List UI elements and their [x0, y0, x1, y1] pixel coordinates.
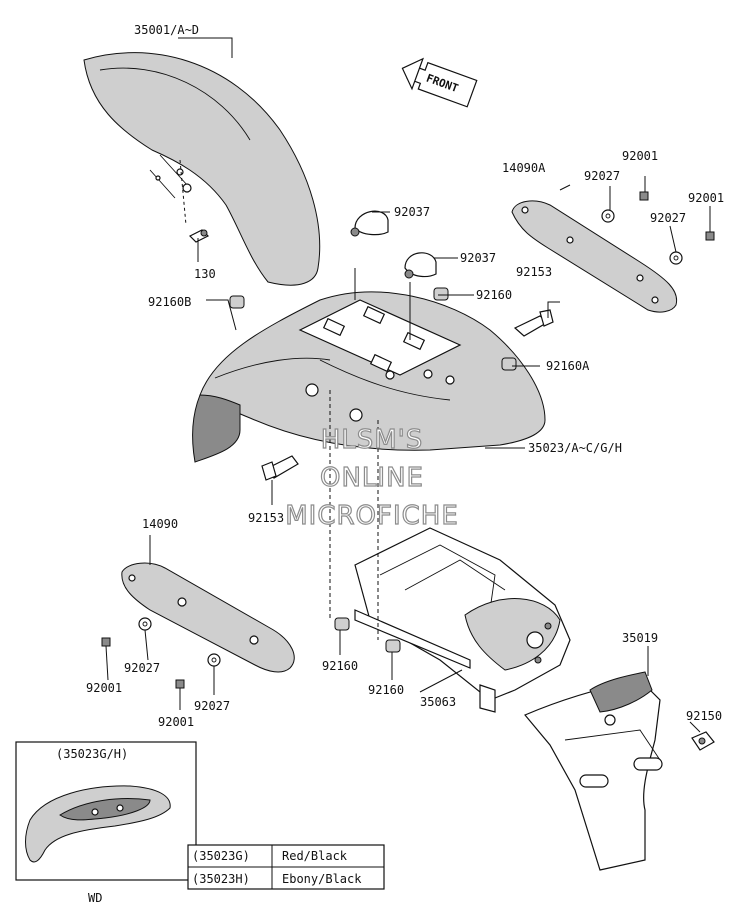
label-92160B: 92160B [148, 295, 191, 309]
grommet-92160-top[interactable] [433, 287, 449, 301]
bolt-92001-a[interactable] [639, 191, 649, 201]
grommet-92160-left[interactable] [334, 617, 350, 631]
watermark-line-1: HLSM'S [321, 425, 424, 455]
label-92027-d: 92027 [194, 699, 230, 713]
inset-title: (35023G/H) [56, 747, 128, 761]
label-92027-b: 92027 [650, 211, 686, 225]
bolt-92001-c[interactable] [101, 637, 111, 647]
label-35019: 35019 [622, 631, 658, 645]
label-92037-lower: 92037 [460, 251, 496, 265]
label-92027-a: 92027 [584, 169, 620, 183]
inset-35023GH: (35023G/H) WD [15, 741, 197, 905]
bolt-92001-b[interactable] [705, 231, 715, 241]
inset-caption: WD [88, 891, 102, 905]
label-92001-a: 92001 [622, 149, 658, 163]
watermark-line-3: MICROFICHE [285, 501, 459, 531]
license-bracket-35019[interactable] [524, 671, 663, 871]
label-14090: 14090 [142, 517, 178, 531]
label-35023: 35023/A~C/G/H [528, 441, 622, 455]
label-130: 130 [194, 267, 216, 281]
side-cover-14090[interactable] [121, 562, 295, 673]
label-92001-d: 92001 [158, 715, 194, 729]
color-table-code-2: (35023H) [192, 872, 250, 886]
bolt-92001-d[interactable] [175, 679, 185, 689]
label-35001: 35001/A~D [134, 23, 199, 37]
rear-fender[interactable] [192, 291, 546, 463]
bolt-130[interactable] [188, 229, 210, 243]
label-92027-c: 92027 [124, 661, 160, 675]
color-table-color-1: Red/Black [282, 849, 348, 863]
color-table-color-2: Ebony/Black [282, 872, 362, 886]
watermark: HLSM'S ONLINE MICROFICHE [285, 424, 459, 531]
label-35063: 35063 [420, 695, 456, 709]
grommet-92160A[interactable] [501, 357, 517, 371]
grommet-92160B[interactable] [229, 295, 245, 309]
collar-92027-b[interactable] [669, 251, 683, 265]
bolt-92153-lower[interactable] [261, 455, 299, 481]
front-arrow-icon: FRONT [401, 57, 478, 108]
clamp-92037-lower[interactable] [404, 252, 437, 279]
watermark-line-2: ONLINE [320, 463, 424, 493]
label-92160A: 92160A [546, 359, 590, 373]
label-92001-c: 92001 [86, 681, 122, 695]
label-92160-left: 92160 [322, 659, 358, 673]
collar-92027-d[interactable] [207, 653, 221, 667]
clamp-92037-upper[interactable] [350, 210, 389, 237]
bolt-92153-upper[interactable] [513, 309, 554, 337]
collar-92027-c[interactable] [138, 617, 152, 631]
front-fender[interactable] [83, 52, 321, 286]
side-cover-14090A[interactable] [511, 200, 678, 313]
label-92160-top: 92160 [476, 288, 512, 302]
label-92153-lower: 92153 [248, 511, 284, 525]
label-92150: 92150 [686, 709, 722, 723]
label-92037-upper: 92037 [394, 205, 430, 219]
label-14090A: 14090A [502, 161, 546, 175]
rear-flap-bracket-35063[interactable] [354, 527, 571, 713]
bolt-92150[interactable] [691, 731, 715, 751]
color-table: (35023G) Red/Black (35023H) Ebony/Black [187, 844, 385, 890]
leader-lines [105, 37, 711, 733]
label-92153-upper: 92153 [516, 265, 552, 279]
grommet-92160-mid[interactable] [385, 639, 401, 653]
color-table-code-1: (35023G) [192, 849, 250, 863]
collar-92027-a[interactable] [601, 209, 615, 223]
label-92160-mid: 92160 [368, 683, 404, 697]
label-92001-b: 92001 [688, 191, 724, 205]
